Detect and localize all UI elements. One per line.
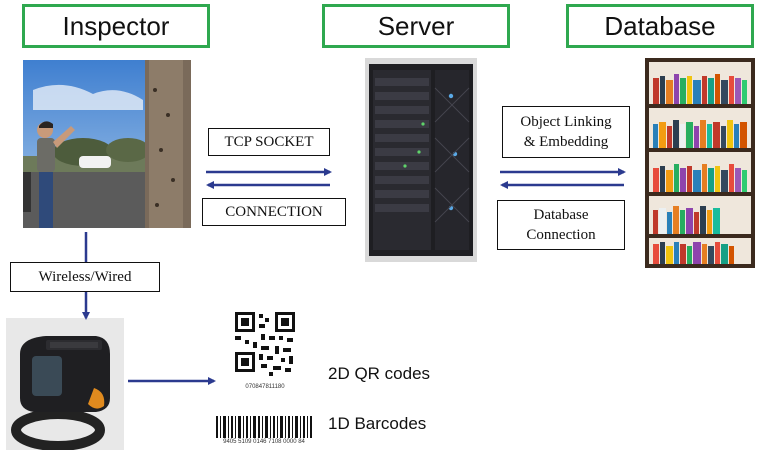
qr-codes-caption: 2D QR codes — [328, 364, 431, 383]
barcode-number: 9405 5109 0146 7108 0000 84 — [223, 439, 305, 445]
database-header: Database — [566, 4, 754, 48]
database-photo — [645, 58, 755, 268]
barcode-image: 9405 5109 0146 7108 0000 84 — [212, 412, 316, 448]
server-header: Server — [322, 4, 510, 48]
scanner-photo — [6, 318, 124, 450]
tcp-socket-label: TCP SOCKET — [208, 128, 330, 156]
connection-label: CONNECTION — [202, 198, 346, 226]
barcodes-caption: 1D Barcodes — [328, 414, 427, 433]
object-linking-label: Object Linking & Embedding — [502, 106, 630, 158]
server-photo — [365, 58, 477, 262]
wireless-wired-label: Wireless/Wired — [10, 262, 160, 292]
inspector-header: Inspector — [22, 4, 210, 48]
database-connection-label: Database Connection — [497, 200, 625, 250]
inspector-photo — [23, 60, 191, 228]
qr-code-number: 070847811180 — [245, 384, 285, 390]
qr-code-image: 070847811180 — [225, 306, 305, 398]
